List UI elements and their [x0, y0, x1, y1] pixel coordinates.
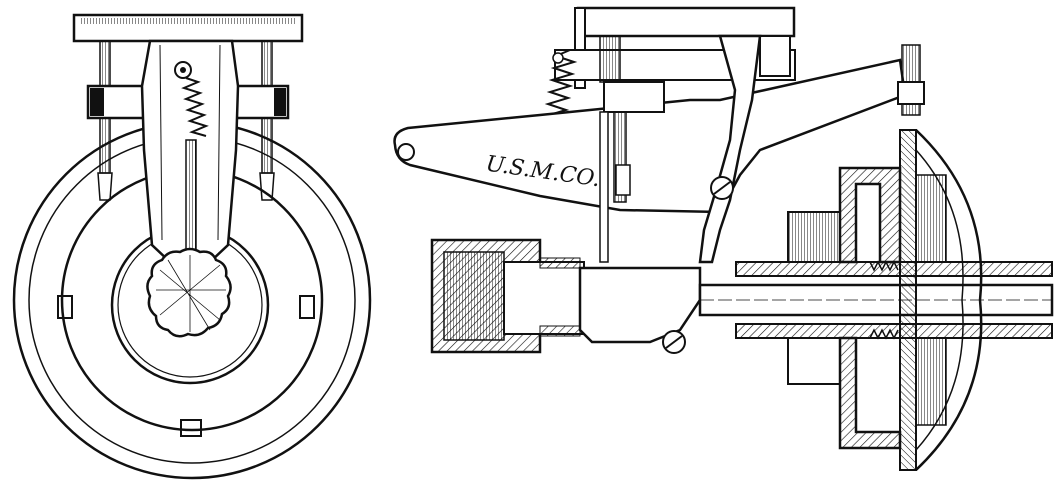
adjusting-screw-right [259, 40, 275, 201]
end-view [12, 13, 372, 480]
top-frame [576, 6, 796, 38]
knurled-knob [146, 247, 232, 338]
rear-hub [787, 211, 841, 263]
spring [181, 77, 209, 137]
rod [185, 139, 197, 251]
slot-left [57, 295, 73, 319]
sectional-side-view: U.S.M.CO. [393, 6, 1054, 471]
slot-bottom [180, 419, 202, 437]
lever-eye [397, 143, 415, 161]
disc-housing [838, 129, 983, 471]
adjusting-screw-left [97, 40, 113, 201]
threaded-sleeve [430, 238, 585, 354]
bracket-arm [698, 34, 762, 264]
crosshead-block [578, 266, 702, 344]
slot-right [299, 295, 315, 319]
